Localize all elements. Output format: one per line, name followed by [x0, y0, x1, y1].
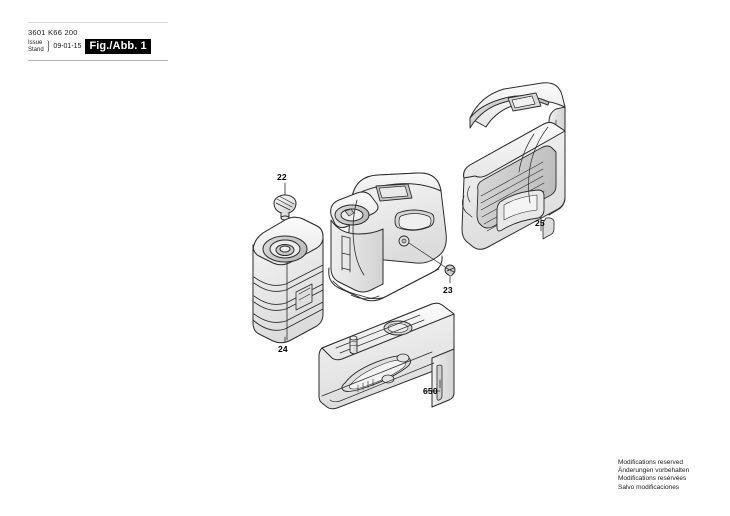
part-number: 3601 K66 200 [28, 28, 78, 37]
callout-label-650: 650 [423, 386, 438, 396]
footer-line-de: Änderungen vorbehalten [618, 467, 690, 475]
part-22-graphic [273, 182, 297, 221]
part-25-graphic [461, 82, 566, 250]
callout-label-24: 24 [278, 344, 288, 354]
callout-label-23: 23 [443, 285, 453, 295]
footer-line-fr: Modifications resérvées [618, 475, 687, 483]
part-24-graphic [252, 216, 324, 344]
footer-disclaimer: Modifications reserved Änderungen vorbeh… [618, 459, 689, 492]
issue-label: Issue [28, 39, 43, 46]
main-body-graphic [328, 172, 447, 302]
callout-label-22: 22 [277, 172, 287, 182]
footer-line-en: Modifications reserved [618, 459, 684, 466]
callout-label-25: 25 [535, 218, 545, 228]
brace-glyph: } [46, 38, 50, 54]
part-650-graphic [318, 302, 455, 410]
issue-row: Issue Stand } 09-01-15 Fig./Abb. 1 [28, 39, 173, 54]
header: 3601 K66 200 Issue Stand } 09-01-15 Fig.… [28, 28, 173, 54]
issue-stand-labels: Issue Stand [28, 40, 44, 54]
header-top-rule [28, 22, 168, 23]
issue-date: 09-01-15 [53, 43, 82, 50]
figure-badge: Fig./Abb. 1 [85, 39, 151, 54]
footer-line-es: Salvo modificaciones [618, 483, 680, 491]
stand-label: Stand [28, 46, 44, 53]
part-23-graphic [408, 242, 456, 284]
header-bottom-rule [28, 60, 168, 61]
